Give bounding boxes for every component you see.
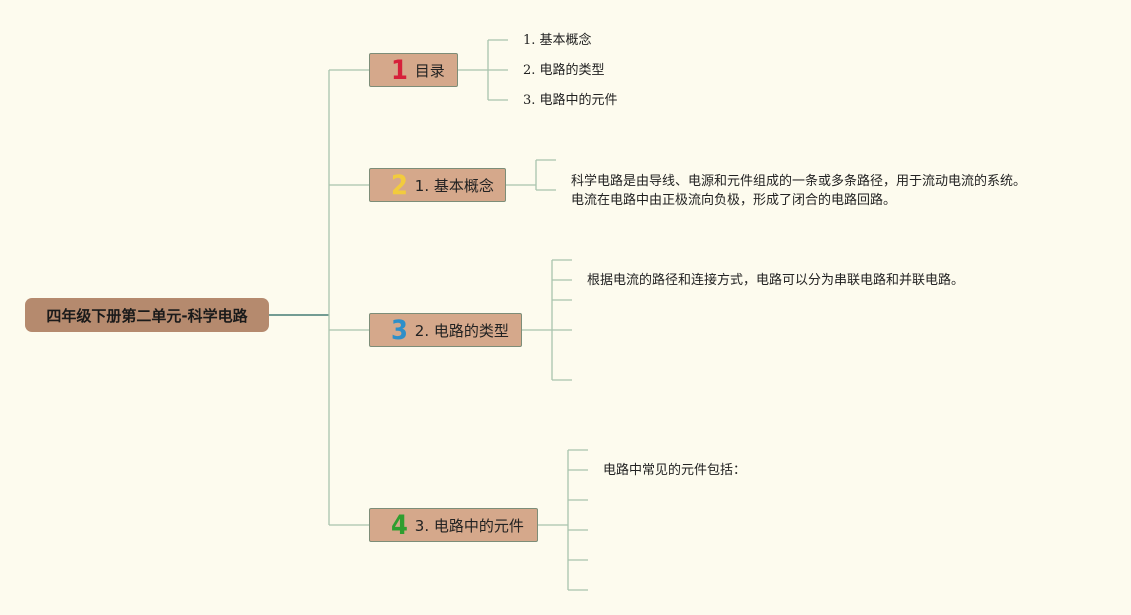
branch-circuit-components[interactable]: 4 3. 电路中的元件 [369,508,538,542]
number-two-icon: 2 [390,169,408,201]
root-topic[interactable]: 四年级下册第二单元-科学电路 [25,298,269,332]
number-four-icon: 4 [390,509,408,541]
basic-concepts-text-2: 电流在电路中由正极流向负极，形成了闭合的电路回路。 [571,193,897,208]
toc-item-circuit-components[interactable]: 3. 电路中的元件 [523,93,618,108]
number-three-icon: 3 [390,314,408,346]
branch-basic-concepts[interactable]: 2 1. 基本概念 [369,168,506,202]
basic-concepts-text-1: 科学电路是由导线、电源和元件组成的一条或多条路径，用于流动电流的系统。 [571,174,1027,189]
circuit-types-text: 根据电流的路径和连接方式，电路可以分为串联电路和并联电路。 [587,273,965,288]
branch-circuit-components-label: 3. 电路中的元件 [414,516,524,535]
branch2-connector [506,159,556,191]
toc-item-circuit-types[interactable]: 2. 电路的类型 [523,63,605,78]
number-one-icon: 1 [390,54,408,86]
branch3-connector [522,259,572,381]
circuit-components-text: 电路中常见的元件包括： [603,463,747,478]
branch-toc-label: 目录 [414,61,445,80]
toc-item-basic-concepts[interactable]: 1. 基本概念 [523,33,592,48]
branch-toc[interactable]: 1 目录 [369,53,458,87]
root-topic-label: 四年级下册第二单元-科学电路 [46,306,248,325]
branch-circuit-types[interactable]: 3 2. 电路的类型 [369,313,522,347]
branch-circuit-types-label: 2. 电路的类型 [414,321,509,340]
branch4-connector [538,449,588,591]
branch1-connector [458,39,508,101]
branch-basic-concepts-label: 1. 基本概念 [414,176,494,195]
